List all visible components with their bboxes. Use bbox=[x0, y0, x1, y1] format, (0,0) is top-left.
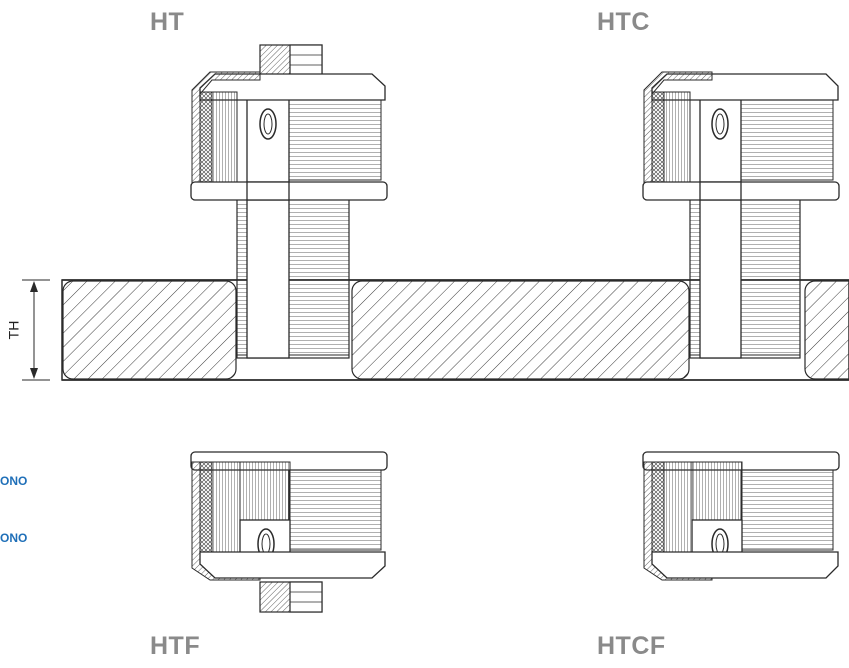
hull-section-middle bbox=[351, 280, 690, 380]
hull-section-left bbox=[62, 280, 237, 380]
fitting-htc bbox=[642, 71, 840, 359]
side-label-upper: ONO bbox=[0, 474, 28, 488]
title-ht: HT bbox=[150, 8, 185, 36]
title-htcf: HTCF bbox=[597, 632, 666, 660]
fitting-ht bbox=[190, 44, 388, 359]
hull-plate bbox=[61, 279, 849, 381]
thickness-label: TH bbox=[5, 320, 22, 340]
fitting-htf bbox=[190, 451, 388, 613]
title-htc: HTC bbox=[597, 8, 650, 36]
title-htf: HTF bbox=[150, 632, 201, 660]
side-label-lower: ONO bbox=[0, 531, 28, 545]
thickness-dimension bbox=[22, 279, 50, 381]
hull-section-right bbox=[804, 280, 849, 380]
fitting-htcf bbox=[642, 451, 840, 581]
